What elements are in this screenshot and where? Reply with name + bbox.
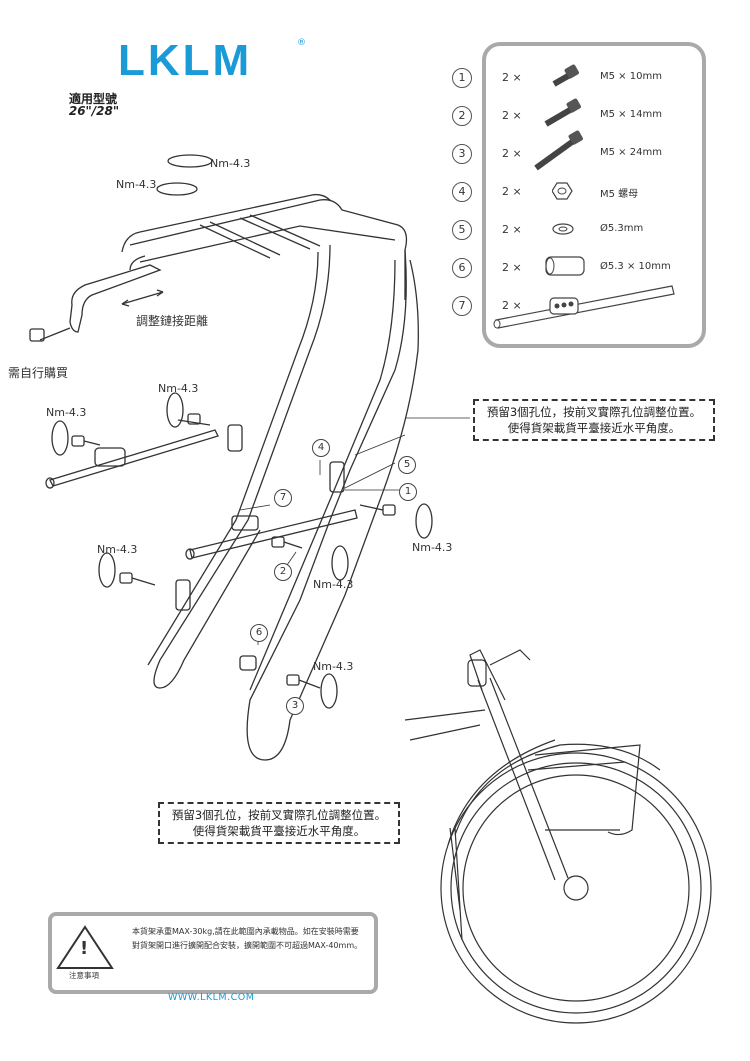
- note-bottom-line2: 使得貨架載貨平臺接近水平角度。: [192, 824, 366, 838]
- parts-list: 1 2 × M5 × 10mm 2 2 × M5 × 14mm 3 2 × M5…: [452, 42, 706, 348]
- note-top: 預留3個孔位，按前叉實際孔位調整位置。 使得貨架載貨平臺接近水平角度。: [473, 399, 715, 441]
- warning-label: 注意事項: [69, 971, 99, 980]
- bolt-medium-icon: [544, 98, 581, 127]
- part-qty: 2 ×: [502, 223, 522, 236]
- bolt-long-icon: [534, 130, 583, 171]
- model-title: 適用型號: [68, 92, 117, 106]
- torque-label: Nm-4.3: [97, 543, 138, 556]
- part-number: 5: [452, 220, 472, 240]
- torque-label: Nm-4.3: [313, 660, 354, 673]
- callout-6: 6: [250, 624, 268, 642]
- part-spec: M5 × 14mm: [600, 109, 662, 120]
- part-qty: 2 ×: [502, 299, 522, 312]
- part-row: 5 2 × Ø5.3mm: [452, 220, 692, 250]
- part-spec: M5 × 10mm: [600, 71, 662, 82]
- model-sizes: 26"/28": [68, 104, 120, 118]
- part-row: 7 2 ×: [452, 285, 692, 329]
- torque-label: Nm-4.3: [116, 178, 157, 191]
- part-spec: Ø5.3 × 10mm: [600, 261, 671, 272]
- spacer-icon: [545, 256, 585, 276]
- part-row: 3 2 × M5 × 24mm: [452, 130, 692, 174]
- part-row: 4 2 × M5 螺母: [452, 182, 692, 212]
- torque-label: Nm-4.3: [46, 406, 87, 419]
- warning-icon: !: [80, 938, 89, 959]
- part-row: 1 2 × M5 × 10mm: [452, 64, 692, 98]
- note-bottom: 預留3個孔位，按前叉實際孔位調整位置。 使得貨架載貨平臺接近水平角度。: [158, 802, 400, 844]
- adjust-distance-label: 調整鏈接距離: [136, 314, 209, 328]
- part-qty: 2 ×: [502, 71, 522, 84]
- callout-5: 5: [398, 456, 416, 474]
- part-row: 2 2 × M5 × 14mm: [452, 98, 692, 136]
- callout-3: 3: [286, 697, 304, 715]
- part-row: 6 2 × Ø5.3 × 10mm: [452, 256, 692, 288]
- part-qty: 2 ×: [502, 147, 522, 160]
- part-number: 1: [452, 68, 472, 88]
- torque-label: Nm-4.3: [412, 541, 453, 554]
- part-qty: 2 ×: [502, 109, 522, 122]
- callout-4: 4: [312, 439, 330, 457]
- callout-7: 7: [274, 489, 292, 507]
- part-number: 2: [452, 106, 472, 126]
- washer-icon: [552, 223, 574, 235]
- part-qty: 2 ×: [502, 261, 522, 274]
- support-rod-icon: [493, 285, 675, 329]
- torque-label: Nm-4.3: [158, 382, 199, 395]
- note-top-line2: 使得貨架載貨平臺接近水平角度。: [507, 421, 681, 435]
- note-bottom-line1: 預留3個孔位，按前叉實際孔位調整位置。: [171, 808, 387, 822]
- callout-1: 1: [399, 483, 417, 501]
- torque-label: Nm-4.3: [313, 578, 354, 591]
- callout-2: 2: [274, 563, 292, 581]
- part-qty: 2 ×: [502, 185, 522, 198]
- part-number: 3: [452, 144, 472, 164]
- brand-logo: LKLM: [118, 36, 253, 85]
- warning-text: 本貨架承重MAX-30kg,請在此範圍內承載物品。如在安裝時需要對貨架開口進行擴…: [132, 927, 363, 950]
- part-spec: M5 螺母: [600, 189, 639, 200]
- part-spec: M5 × 24mm: [600, 147, 662, 158]
- warning-box: [48, 912, 378, 994]
- part-number: 6: [452, 258, 472, 278]
- note-top-line1: 預留3個孔位，按前叉實際孔位調整位置。: [486, 405, 702, 419]
- bolt-short-icon: [552, 64, 579, 87]
- hex-nut-icon: [552, 182, 573, 200]
- torque-label: Nm-4.3: [210, 157, 251, 170]
- website-link[interactable]: WWW.LKLM.COM: [168, 992, 255, 1003]
- registered-mark: ®: [297, 38, 306, 48]
- self-purchase-label: 需自行購買: [8, 366, 69, 380]
- part-spec: Ø5.3mm: [600, 223, 644, 234]
- part-number: 7: [452, 296, 472, 316]
- part-number: 4: [452, 182, 472, 202]
